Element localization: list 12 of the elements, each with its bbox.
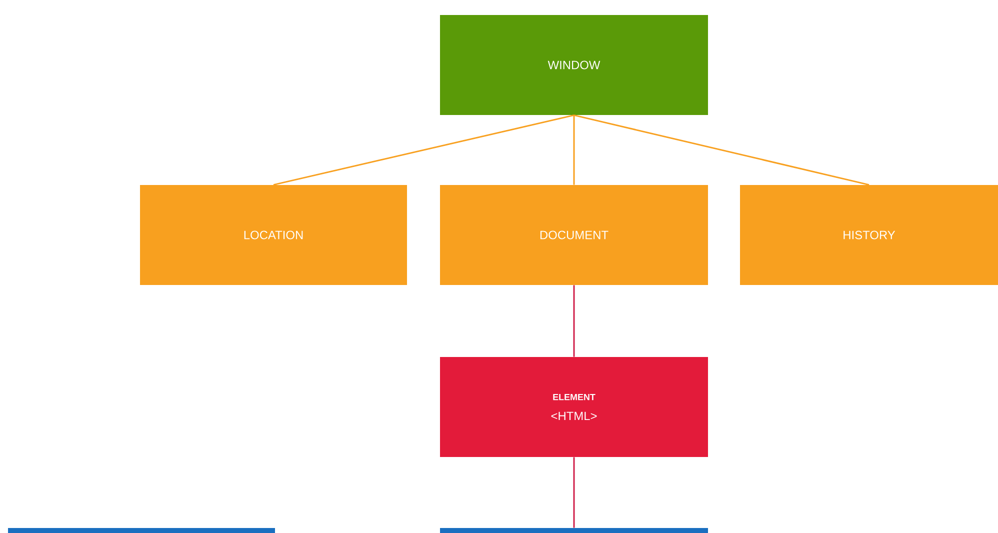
connector-line	[573, 285, 575, 357]
connector-line	[273, 114, 574, 186]
object-box: HISTORY	[740, 185, 998, 285]
cut-off-box	[440, 528, 708, 533]
connector-line	[573, 457, 575, 528]
window-box: WINDOW	[440, 15, 708, 115]
object-box: LOCATION	[140, 185, 407, 285]
cut-off-box	[8, 528, 275, 533]
connector-line	[573, 115, 575, 185]
element-box: ELEMENT <HTML>	[440, 357, 708, 457]
object-box: DOCUMENT	[440, 185, 708, 285]
connector-line	[574, 114, 870, 186]
